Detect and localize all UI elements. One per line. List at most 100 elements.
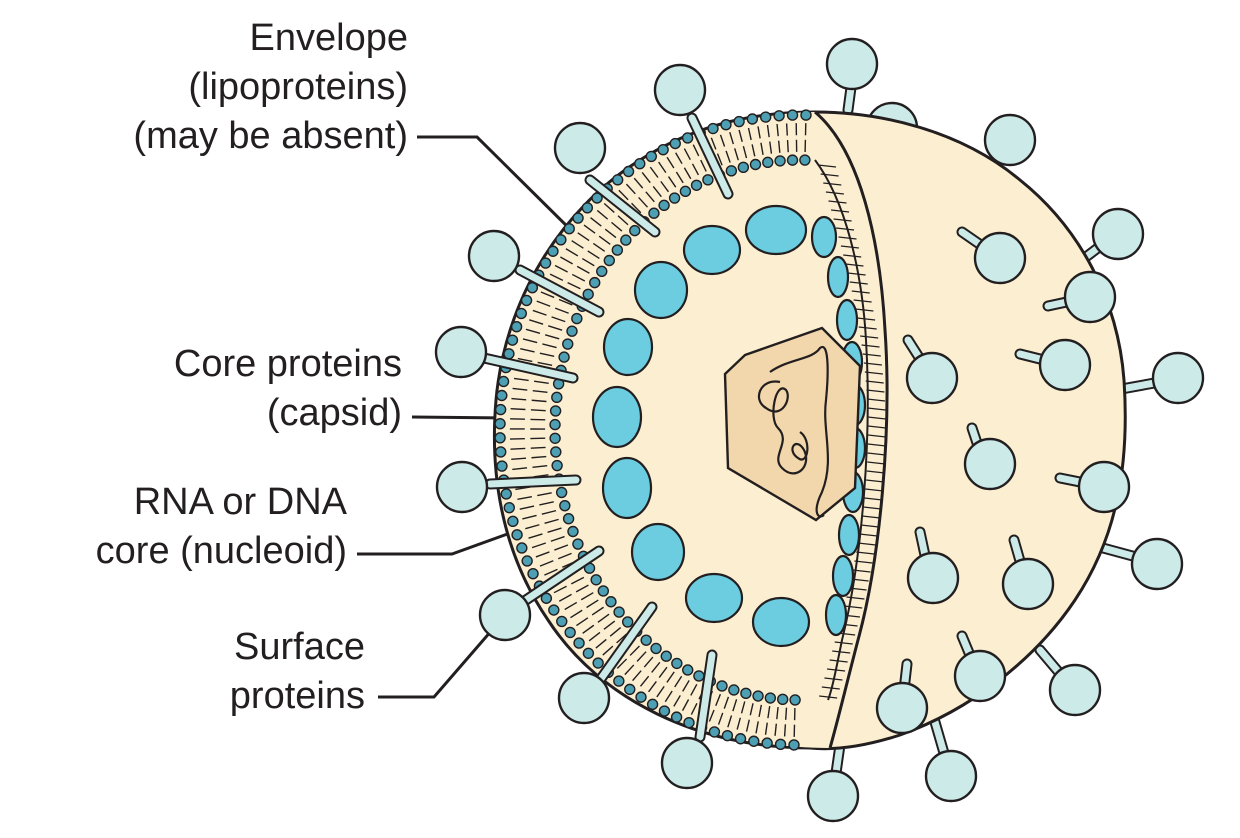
lipid-tail [611, 221, 623, 232]
lipid-tail [544, 568, 558, 576]
lipid-tail [544, 334, 560, 340]
envelope-label-line: Envelope [249, 17, 408, 59]
surface-protein-head [467, 229, 521, 283]
lipid-tail [633, 177, 644, 189]
lipid-head-bead [620, 234, 632, 246]
cut-edge-ridge [857, 542, 876, 546]
lipid-tail [557, 552, 572, 560]
lipid-head-bead [500, 488, 512, 500]
envelope-label: Envelope (lipoproteins) (may be absent) [133, 14, 408, 161]
lipid-tail [522, 514, 537, 520]
lipid-tail [609, 627, 622, 637]
spike-stalk [519, 547, 603, 606]
lipid-tail [513, 377, 529, 382]
surface-protein-head [1130, 537, 1184, 591]
cut-edge-ridge [860, 335, 879, 339]
lipid-tail [649, 166, 659, 178]
lipid-tail [675, 171, 684, 184]
lipid-head-bead [749, 158, 762, 171]
surface-protein-head [1038, 338, 1092, 392]
capsomere [601, 456, 653, 520]
lipid-tail [533, 380, 549, 384]
lipid-tail [651, 661, 661, 673]
lipid-tail [641, 172, 651, 184]
lipid-tail [549, 273, 564, 281]
lipid-head-bead [494, 403, 507, 416]
lipid-tail [511, 397, 527, 401]
cut-edge-ridge [867, 461, 886, 465]
lipid-tail [517, 495, 533, 501]
lipid-head-bead [572, 212, 584, 224]
lipid-tail [667, 176, 677, 188]
lipid-tail [531, 399, 547, 403]
lipid-tail [531, 455, 547, 459]
lipid-head-bead [613, 675, 625, 687]
capsomere [826, 255, 850, 299]
lipid-tail [588, 631, 601, 642]
lipid-tail [531, 542, 546, 549]
cut-edge-ridge [855, 308, 874, 312]
lipid-tail [547, 527, 562, 533]
cut-edge-ridge [843, 254, 862, 258]
lipid-tail [738, 129, 743, 142]
cut-edge-ridge [856, 551, 875, 555]
lipid-head-bead [566, 325, 578, 337]
cut-edge-ridge [865, 479, 885, 483]
cut-edge-ridge [866, 470, 885, 474]
lipid-tail [740, 701, 746, 714]
surface-proteins [434, 63, 1131, 790]
lipid-tail [576, 617, 589, 627]
lipid-head-bead [562, 512, 575, 525]
lipid-head-bead [581, 202, 594, 214]
lipid-head-bead [556, 615, 568, 628]
cut-edge-ridge [829, 659, 848, 663]
lipid-head-bead [589, 276, 601, 289]
lipid-tail [717, 712, 724, 725]
capsomere [630, 522, 686, 582]
lipid-head-bead [681, 132, 694, 144]
cut-edge-ridge [866, 389, 885, 393]
lipid-tail [767, 706, 771, 719]
lipid-tail [548, 325, 563, 331]
lipid-tail [757, 126, 761, 139]
surface-protein-head [478, 588, 532, 642]
lipid-tail [631, 202, 642, 214]
lipid-head-bead [788, 739, 800, 751]
cut-edge-ridge [834, 641, 853, 645]
envelope-label-line: (may be absent) [133, 115, 408, 157]
lipid-tail [673, 695, 681, 707]
lipid-head-bead [645, 150, 658, 163]
lipid-head-bead [716, 680, 728, 692]
lipid-tail [529, 319, 544, 325]
lipid-tail [742, 146, 748, 159]
lipid-head-bead [582, 647, 595, 659]
capsomere [684, 572, 744, 624]
surface-protein-head [434, 325, 488, 379]
capsomere [831, 554, 855, 598]
lipid-tail [542, 343, 557, 349]
lipid-head-bead [494, 418, 506, 430]
surface-protein-head [825, 37, 879, 91]
surface-proteins-label-line: Surface [234, 626, 365, 668]
surface-protein-head [924, 749, 978, 803]
lipid-head-bead [764, 692, 777, 704]
lipid-tail [755, 721, 759, 734]
lipid-tail [532, 309, 547, 316]
lipid-tail [666, 671, 675, 683]
lipid-tail [541, 509, 557, 515]
lipid-tail [747, 127, 752, 141]
lipid-head-bead [752, 690, 764, 702]
lipid-tail [683, 167, 692, 180]
lipid-tail [582, 624, 595, 634]
lipid-tail [639, 675, 650, 687]
capsomere [751, 596, 811, 648]
lipid-head-bead [571, 312, 583, 325]
lipid-tail [525, 524, 540, 530]
lipid-tail [554, 264, 568, 273]
capsomere [824, 593, 848, 637]
lipid-tail [570, 609, 583, 619]
lipid-head-bead [761, 737, 773, 749]
lipid-tail [550, 535, 565, 542]
lipid-head-bead [746, 113, 759, 125]
capsomere [835, 298, 859, 342]
